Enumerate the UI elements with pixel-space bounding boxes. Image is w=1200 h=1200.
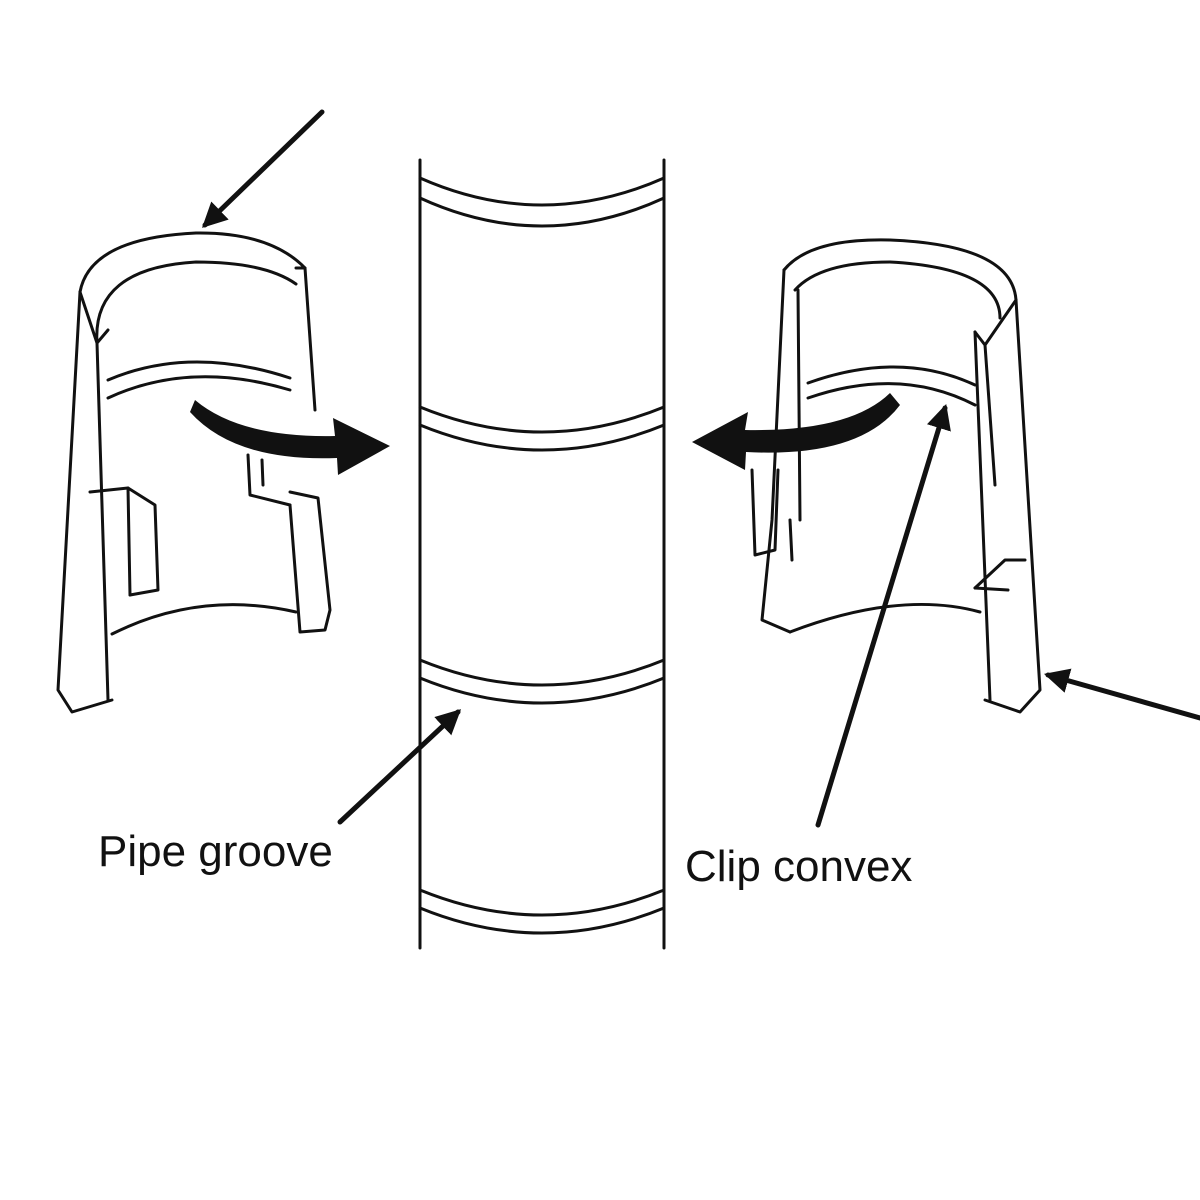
pipe-groove [418, 405, 666, 452]
pointer-arrow-right [1043, 668, 1200, 721]
pipe-groove [418, 658, 666, 705]
curved-arrow-left-icon [692, 393, 900, 470]
pipe [418, 158, 666, 950]
right-clip [750, 238, 1042, 714]
pipe-groove [418, 888, 666, 935]
left-clip [56, 231, 332, 714]
pointer-arrow-pipe-groove [337, 709, 462, 825]
pointer-arrow-top-left [202, 109, 325, 228]
pipe-groove-label: Pipe groove [98, 827, 333, 876]
clip-convex-label: Clip convex [685, 842, 913, 891]
curved-arrow-right-icon [190, 400, 390, 475]
pointer-arrow-clip-convex [815, 404, 951, 828]
